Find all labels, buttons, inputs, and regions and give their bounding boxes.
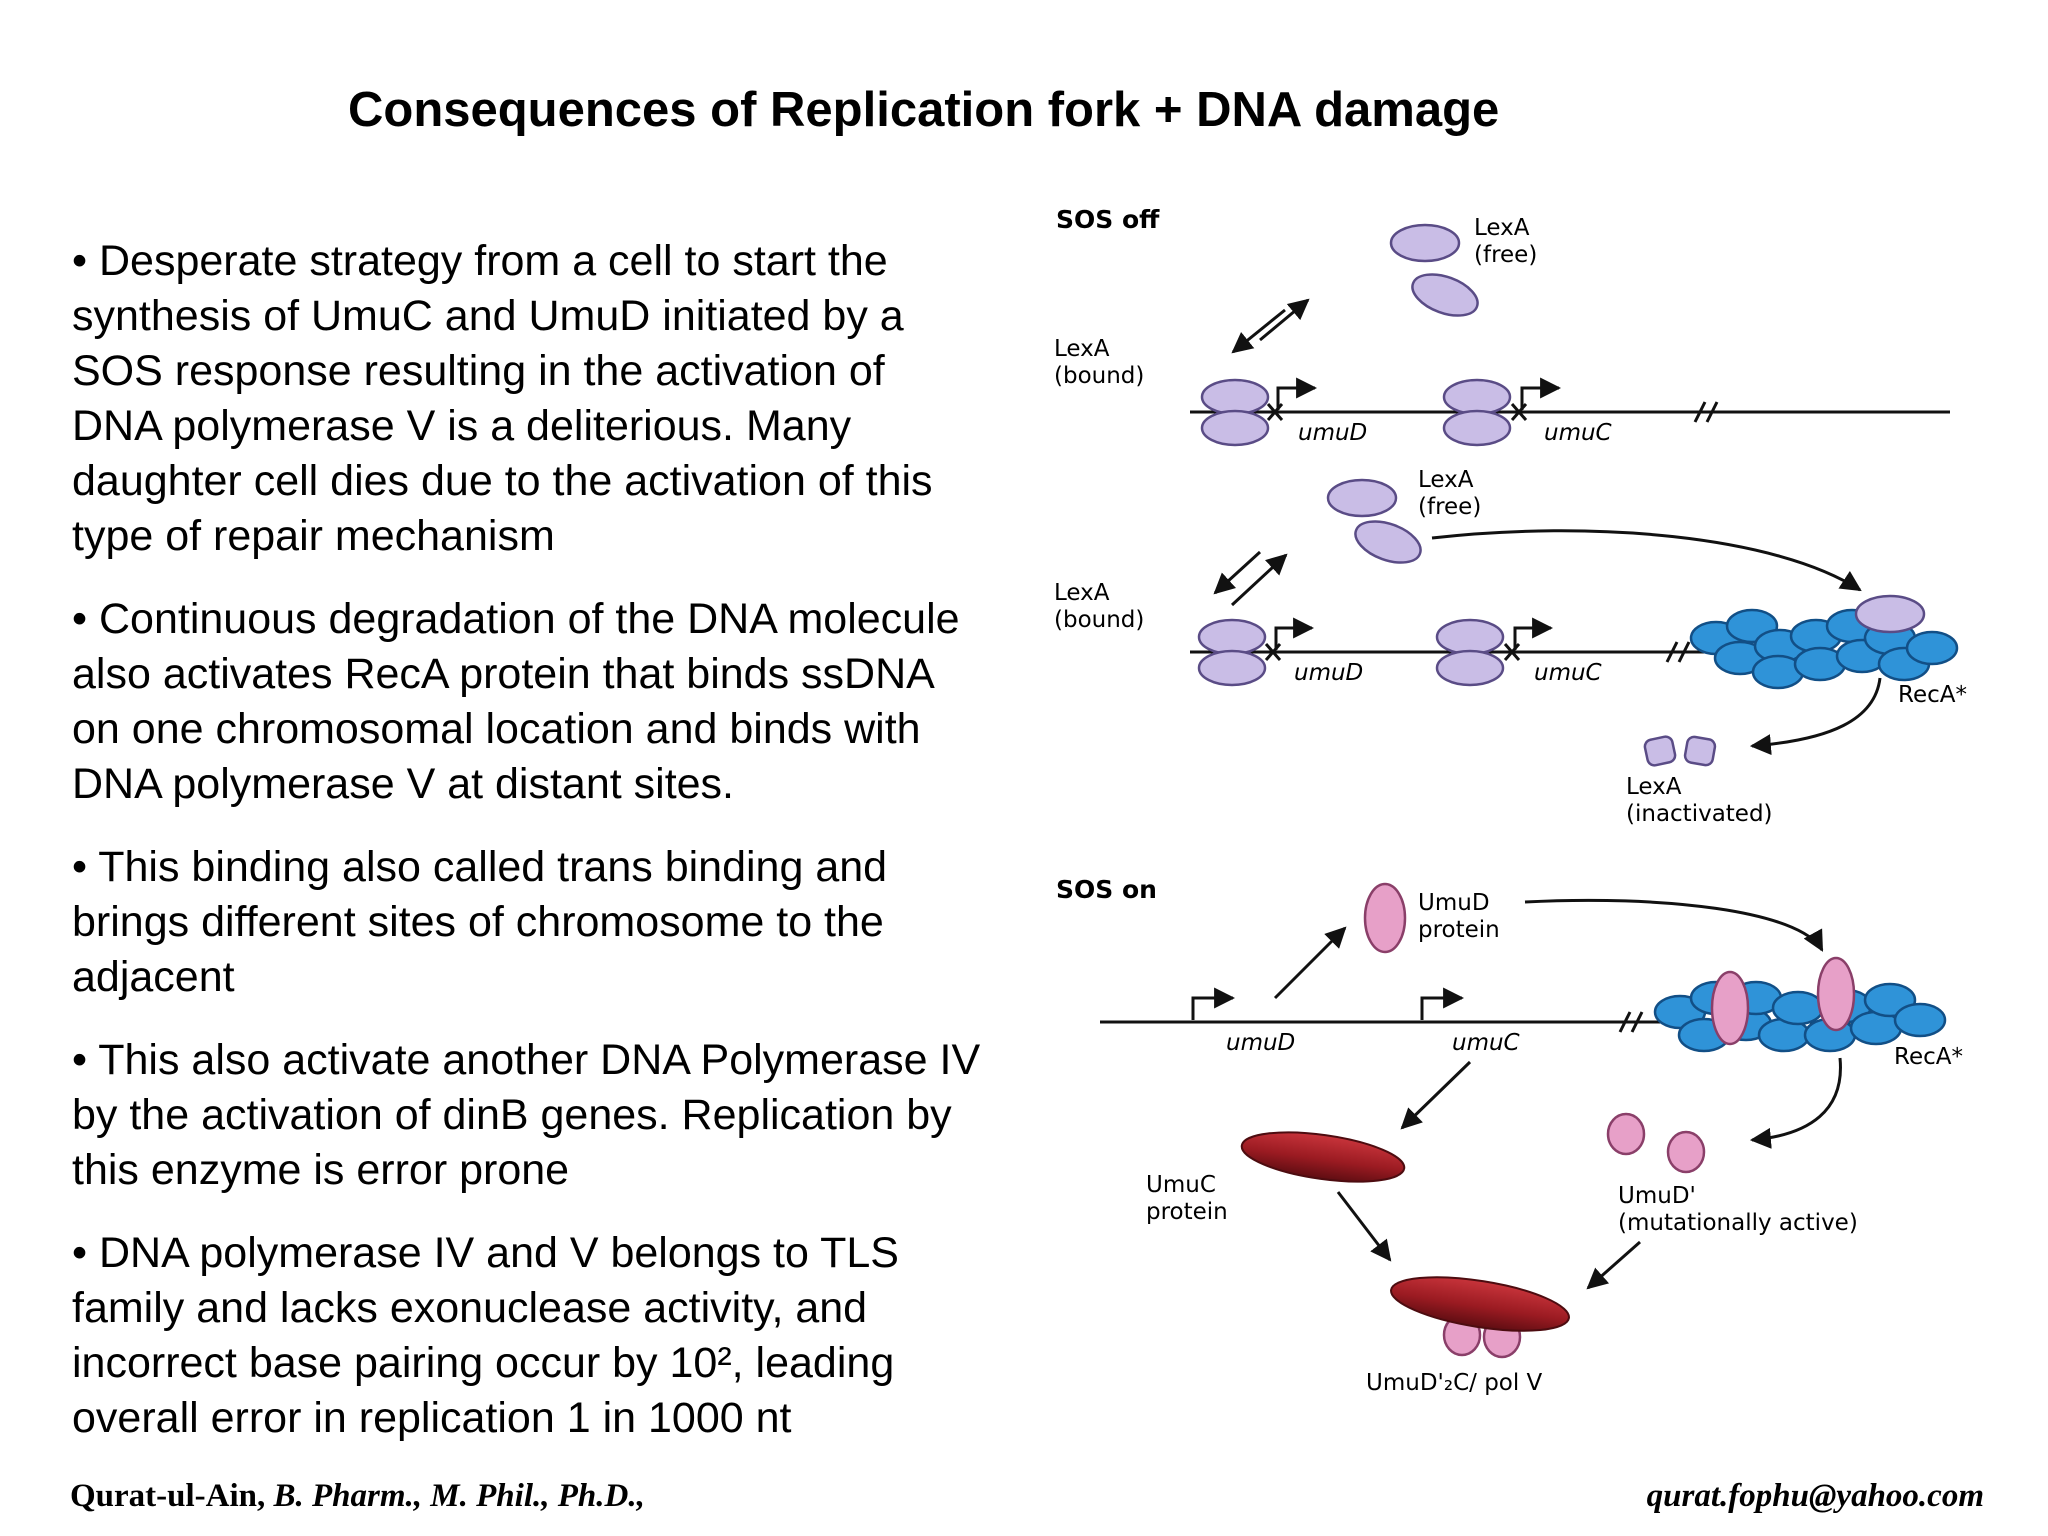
reca-filament — [1689, 608, 1959, 690]
bullet-item: • This also activate another DNA Polymer… — [72, 1033, 1062, 1198]
umud-prime-protein — [1606, 1112, 1706, 1174]
author-credit: Qurat-ul-Ain, B. Pharm., M. Phil., Ph.D.… — [70, 1478, 645, 1515]
umuc-protein — [1240, 1131, 1406, 1183]
binding-arrow — [1231, 308, 1286, 354]
umud-prime-label: UmuD' — [1618, 1183, 1696, 1209]
lexa-bound-protein — [1197, 618, 1505, 687]
bullet-item: • DNA polymerase IV and V belongs to TLS… — [72, 1226, 1062, 1446]
lexa-free-protein — [1326, 478, 1422, 564]
lexa-bound-label: (bound) — [1054, 607, 1144, 633]
bullet-line: by the activation of dinB genes. Replica… — [72, 1091, 952, 1139]
bullet-item: • This binding also called trans binding… — [72, 840, 1062, 1005]
umuc-protein-label: UmuC — [1146, 1172, 1216, 1198]
lexa-bound-label: LexA — [1054, 336, 1110, 362]
bullet-item: • Desperate strategy from a cell to star… — [72, 234, 1062, 564]
reca-filament — [1653, 980, 1947, 1053]
bullet-line: DNA polymerase V is a deliterious. Many — [72, 402, 852, 450]
panel-label-sos-off: SOS off — [1056, 205, 1160, 234]
bullet-line: brings different sites of chromosome to … — [72, 898, 884, 946]
gene-label-umuc: umuC — [1452, 1030, 1520, 1056]
dna-break-icon — [1693, 401, 1719, 423]
bullet-line: SOS response resulting in the activation… — [72, 347, 885, 395]
reca-label: RecA* — [1894, 1044, 1963, 1070]
bullet-item: • Continuous degradation of the DNA mole… — [72, 592, 1062, 812]
sos-response-diagram: SOS off LexA (free) LexA (bound) umuD um… — [1054, 205, 1967, 1396]
bullet-line: • Desperate strategy from a cell to star… — [72, 237, 888, 285]
lexa-bound-label: (bound) — [1054, 363, 1144, 389]
umud-prime-label: (mutationally active) — [1618, 1210, 1858, 1236]
cleavage-arrow — [1749, 1057, 1842, 1149]
bullet-line: also activates RecA protein that binds s… — [72, 650, 935, 698]
bullet-line: • This also activate another DNA Polymer… — [72, 1036, 981, 1084]
bullet-line: • This binding also called trans binding… — [72, 843, 888, 891]
bullet-line: family and lacks exonuclease activity, a… — [72, 1284, 868, 1332]
repressed-site-icon — [1266, 403, 1528, 421]
binding-arrow — [1213, 550, 1262, 595]
umud-protein-label: protein — [1418, 917, 1500, 943]
dna-break-icon — [1618, 1011, 1644, 1033]
bullet-line: this enzyme is error prone — [72, 1146, 570, 1194]
bullet-line: synthesis of UmuC and UmuD initiated by … — [72, 292, 904, 340]
assembly-arrow — [1336, 1191, 1392, 1262]
lexa-free-label: (free) — [1418, 494, 1481, 520]
author-email: qurat.fophu@yahoo.com — [1646, 1478, 1984, 1514]
promoter-arrow-icon — [1276, 377, 1562, 410]
pol-v-complex — [1390, 1276, 1570, 1359]
reca-label: RecA* — [1898, 682, 1967, 708]
dna-break-icon — [1665, 641, 1691, 663]
release-arrow — [1259, 298, 1310, 342]
pol-v-label: UmuD'₂C/ pol V — [1366, 1370, 1543, 1396]
bullet-list: • Desperate strategy from a cell to star… — [72, 234, 1062, 1474]
lexa-inactivated-fragment — [1643, 735, 1717, 767]
bullet-line: daughter cell dies due to the activation… — [72, 457, 933, 505]
lexa-inactivated-label: (inactivated) — [1626, 801, 1773, 827]
gene-label-umuc: umuC — [1544, 420, 1612, 446]
translation-arrow — [1273, 926, 1347, 1000]
repressed-site-icon — [1264, 643, 1521, 661]
lexa-bound-to-reca — [1854, 594, 1926, 634]
reca-binding-arrow — [1524, 898, 1824, 952]
release-arrow — [1230, 553, 1288, 607]
inactivation-arrow — [1749, 677, 1882, 756]
bullet-line: incorrect base pairing occur by 10², lea… — [72, 1339, 895, 1387]
author-name: Qurat-ul-Ain, — [70, 1478, 266, 1514]
gene-label-umud: umuD — [1226, 1030, 1295, 1056]
cleavage-arrow — [1431, 529, 1862, 592]
umud-bound-to-reca — [1710, 956, 1856, 1046]
umud-protein-label: UmuD — [1418, 890, 1490, 916]
assembly-arrow — [1586, 1240, 1641, 1290]
bullet-line: • Continuous degradation of the DNA mole… — [72, 595, 960, 643]
bullet-line: • DNA polymerase IV and V belongs to TLS — [72, 1229, 899, 1277]
lexa-bound-label: LexA — [1054, 580, 1110, 606]
promoter-arrow-icon — [1274, 617, 1554, 650]
bullet-line: on one chromosomal location and binds wi… — [72, 705, 921, 753]
bullet-line: overall error in replication 1 in 1000 n… — [72, 1394, 792, 1442]
bullet-line: DNA polymerase V at distant sites. — [72, 760, 735, 808]
lexa-free-label: (free) — [1474, 242, 1537, 268]
lexa-free-label: LexA — [1418, 467, 1474, 493]
gene-label-umuc: umuC — [1534, 660, 1602, 686]
author-degrees: B. Pharm., M. Phil., Ph.D., — [273, 1478, 645, 1514]
gene-label-umud: umuD — [1298, 420, 1367, 446]
promoter-arrow-icon — [1191, 987, 1465, 1020]
panel-label-sos-on: SOS on — [1056, 875, 1157, 904]
slide-title: Consequences of Replication fork + DNA d… — [348, 83, 1500, 137]
bullet-line: type of repair mechanism — [72, 512, 555, 560]
lexa-free-label: LexA — [1474, 215, 1530, 241]
translation-arrow — [1400, 1060, 1472, 1130]
lexa-inactivated-label: LexA — [1626, 774, 1682, 800]
umuc-protein-label: protein — [1146, 1199, 1228, 1225]
bullet-line: adjacent — [72, 953, 235, 1001]
lexa-free-protein — [1389, 223, 1479, 317]
gene-label-umud: umuD — [1294, 660, 1363, 686]
lexa-bound-protein — [1200, 378, 1512, 447]
umud-protein — [1363, 882, 1407, 954]
